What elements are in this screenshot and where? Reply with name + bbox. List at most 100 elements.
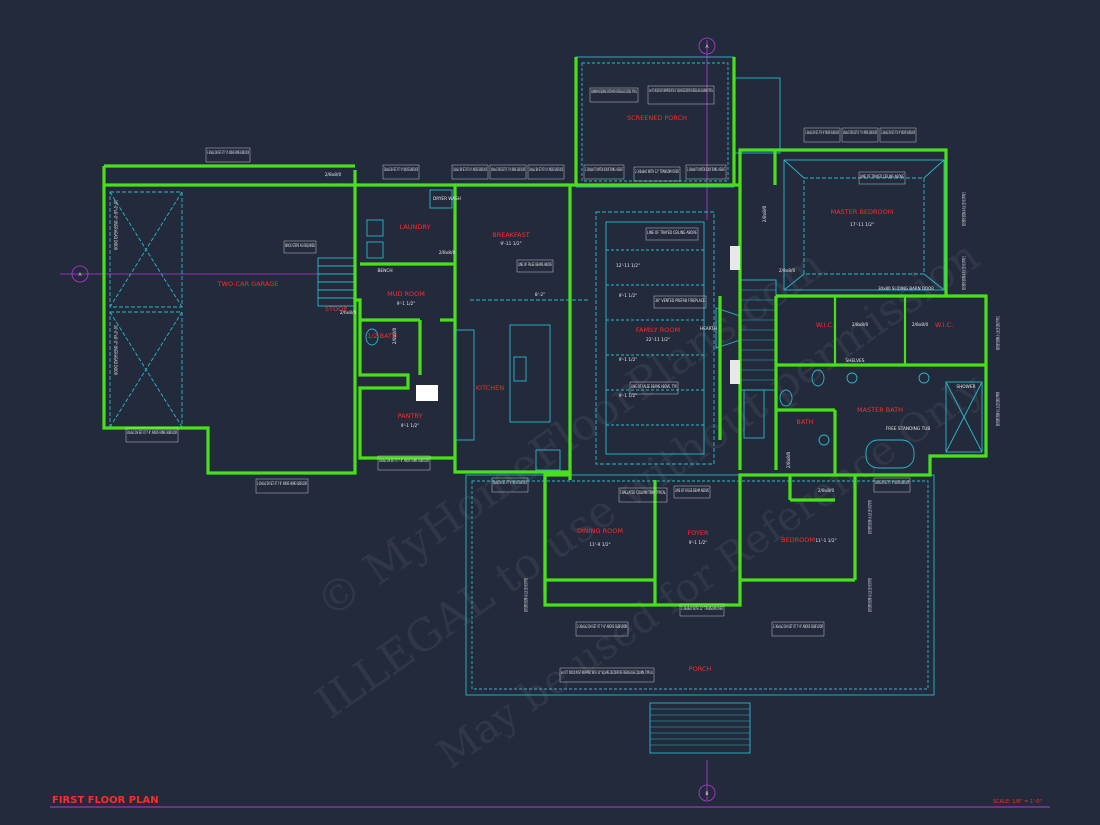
svg-text:2/8x8/0: 2/8x8/0 xyxy=(786,452,792,469)
tag-bedroom-right-2: 30x6x2 DH SET AT 7'-8" ABOVE SUBFLOOR xyxy=(867,578,872,612)
section-marker-labels: A A B xyxy=(79,44,709,797)
tag-master-right: 2-30x4x2 DH SET AT 6'-8" ABOVE SUBFLOOR xyxy=(961,192,966,226)
svg-text:2/8x8/0: 2/8x8/0 xyxy=(818,488,835,494)
room-hers-wic: W.I.C. xyxy=(935,321,953,329)
plan-title: FIRST FLOOR PLAN xyxy=(52,795,159,806)
svg-text:2/8x8/0: 2/8x8/0 xyxy=(912,322,929,328)
svg-text:B: B xyxy=(706,791,709,797)
washer xyxy=(366,241,384,259)
bath-toilet xyxy=(779,389,793,407)
room-pantry: PANTRY xyxy=(398,412,423,420)
range xyxy=(535,449,561,471)
tag-master-top-3: 2-30x4x2 DH SET AT 6'-8" ABOVE SUBFLOOR xyxy=(881,130,915,135)
svg-text:12'-11 1/2": 12'-11 1/2" xyxy=(616,263,640,269)
room-garage: TWO-CAR GARAGE xyxy=(217,280,279,288)
room-family: FAMILY ROOM xyxy=(636,326,680,334)
note-posts-top: 4x4 P.T. WOOD POST WRAPPED WITH 10" SQUA… xyxy=(649,88,713,93)
half-bath-toilet xyxy=(365,328,379,346)
svg-text:9'-1 1/2": 9'-1 1/2" xyxy=(619,393,637,399)
tag-door-2: 2-3/0x8x0 WITH 12" TRANSOM OVER xyxy=(635,169,679,174)
svg-text:SHOWER: SHOWER xyxy=(956,384,975,390)
tag-kitchen-bottom: 30x4x2 DH SET AT 7'-8" ABOVE SUBFLOOR xyxy=(493,480,527,485)
walls xyxy=(102,57,988,607)
note-false-beams-bkf: LINE OF FALSE BEAMS ABOVE xyxy=(518,262,552,267)
tag-master-top: 2-30x4x2 DH SET AT 6'-8" ABOVE SUBFLOOR xyxy=(805,130,839,135)
room-half-bath: 1/2 BATH xyxy=(367,332,397,340)
room-porch: PORCH xyxy=(689,665,712,673)
tag-laundry-top: 30x4x2 DH SET AT 7'-8" ABOVE SUBFLOOR xyxy=(384,167,418,172)
svg-text:2/8x8/0: 2/8x8/0 xyxy=(439,250,456,256)
bath-tub xyxy=(743,389,765,439)
note-posts-bottom: 4x4 P.T. WOOD POST WRAPPED WITH 10" SQUA… xyxy=(561,670,653,675)
tag-door-1: 2-3/0x8x0 TO MATCH DOOR TRANS. HEIGHT xyxy=(585,167,623,172)
tag-bedroom-right: 30x6x2 DH SET AT 7'-8" ABOVE SUBFLOOR xyxy=(867,500,872,534)
svg-text:9'-1 1/2": 9'-1 1/2" xyxy=(619,357,637,363)
room-mud-room: MUD ROOM xyxy=(387,290,425,298)
room-labels: TWO-CAR GARAGE LAUNDRY MUD ROOM 9'-1 1/2… xyxy=(217,114,976,673)
bath-sink xyxy=(818,434,830,446)
svg-text:17'-11 1/2": 17'-11 1/2" xyxy=(850,222,874,228)
section-marker-bottom xyxy=(698,784,716,802)
svg-text:2/8x8/0: 2/8x8/0 xyxy=(762,206,768,223)
note-trayed-ceiling: LINE OF TRAYED CEILING ABOVE xyxy=(647,230,697,235)
svg-text:2/8x8/0: 2/8x8/0 xyxy=(392,328,398,345)
note-barn-door: 30x80 SLIDING BARN DOOR xyxy=(878,286,934,291)
tag-bedroom-bottom: 2-30x6x2 DH SET AT 7'-8" ABOVE SUBFLOOR xyxy=(773,624,823,629)
window-tags: 3-30x6x2 DH SET AT 7'-8" ABOVE HOME SUBF… xyxy=(113,127,1000,637)
laundry-sink xyxy=(366,219,384,237)
room-dining: DINING ROOM xyxy=(577,527,623,535)
room-bedroom: BEDROOM xyxy=(781,536,815,544)
tag-dining-left: 30x4x2 DH SET AT 7'-8" ABOVE SUBFLOOR xyxy=(523,578,528,612)
master-sink-right xyxy=(918,372,930,384)
tag-bkf-2: 4/0x4x2 FIXED SET AT 7'-8" ABOVE SUBFLOO… xyxy=(491,167,525,172)
note-trayed-ceiling-master: LINE OF TRAYED CEILING ABOVE xyxy=(860,174,904,179)
bench-label: BENCH xyxy=(377,268,392,274)
svg-text:9'-1 1/2": 9'-1 1/2" xyxy=(401,423,419,429)
tag-pantry-bottom: 30x4x2 DH SET AT 7'-8" ABOVE HOME SUBFLO… xyxy=(379,458,429,463)
front-steps xyxy=(649,702,751,754)
garage-bay-left xyxy=(109,191,183,308)
room-breakfast: BREAKFAST xyxy=(492,231,530,239)
room-laundry: LAUNDRY xyxy=(400,223,431,231)
note-wash-dryer: DRYER WASH xyxy=(433,196,461,201)
tag-garage-top: 3-30x6x2 DH SET AT 7'-8" ABOVE HOME SUBF… xyxy=(207,150,249,155)
tag-garage-side: 30x4x2 DH SET AT 7'-8" ABOVE HOME SUBFLO… xyxy=(127,430,177,435)
room-stoop: STOOP xyxy=(325,305,347,313)
svg-text:9'-1 1/2": 9'-1 1/2" xyxy=(619,293,637,299)
tag-bkf-3: 2/4x4x2 DH SET AT 6'-8" ABOVE SUBFLOOR xyxy=(529,167,563,172)
svg-text:2/8x8/0: 2/8x8/0 xyxy=(852,322,869,328)
note-screening: ALUMINUM SCREENING SYSTEM WITH FIBERGLAS… xyxy=(591,89,637,94)
svg-text:8'-2": 8'-2" xyxy=(535,292,545,298)
kitchen-island xyxy=(509,324,551,423)
svg-text:11'-9 1/2": 11'-9 1/2" xyxy=(589,542,610,548)
note-false-beams-fam: LINE OF FALSE BEAMS ABOVE, TYP. xyxy=(631,384,677,389)
svg-text:9'-1 1/2": 9'-1 1/2" xyxy=(689,540,707,546)
room-bath: BATH xyxy=(796,418,813,426)
kitchen-counter xyxy=(455,329,475,441)
section-marker-left xyxy=(71,265,89,283)
kitchen-sink xyxy=(513,356,527,382)
tag-wic-right: 2-30x4x2 FIXED SET AT 7'-8" ABOVE SUBFLO… xyxy=(995,316,1000,350)
note-brick-steps: BRICK STEPS AS REQUIRED xyxy=(285,243,315,248)
svg-text:2/8x8/0: 2/8x8/0 xyxy=(779,268,796,274)
title-block: FIRST FLOOR PLAN SCALE: 1/8" = 1'-0" xyxy=(50,795,1050,808)
tag-garage-left-2: 16'-0"x8'-0" OVERHEAD DOOR xyxy=(113,325,118,375)
svg-text:9'-11 1/2": 9'-11 1/2" xyxy=(500,241,521,247)
svg-text:9'-1 1/2": 9'-1 1/2" xyxy=(397,301,415,307)
freestanding-tub xyxy=(865,439,915,469)
front-porch-outline xyxy=(465,474,935,696)
svg-text:SHELVES: SHELVES xyxy=(846,358,865,364)
room-master-bath: MASTER BATH xyxy=(857,406,903,414)
room-master-bedroom: MASTER BEDROOM xyxy=(831,208,894,216)
svg-text:2/8x8/0: 2/8x8/0 xyxy=(325,172,342,178)
tag-bkf-1: 2/4x4x2 DH SET AT 6'-8" ABOVE SUBFLOOR xyxy=(453,167,487,172)
note-fireplace: 36" VENTED PREFAB FIREPLACE xyxy=(655,298,705,303)
tag-foyer-door: 2-36x8x0 WITH 12" TRANSOM OVER xyxy=(681,606,723,611)
family-trayed-ceiling xyxy=(595,211,715,465)
shower-stall xyxy=(945,381,983,453)
garage-wall xyxy=(102,170,357,475)
screened-porch-ext xyxy=(733,77,781,154)
tag-bath-right: 4/0x4x2 FIXED SET AT 7'-8" ABOVE SUBFLOO… xyxy=(995,392,1000,426)
pantry-shelf xyxy=(416,385,438,401)
